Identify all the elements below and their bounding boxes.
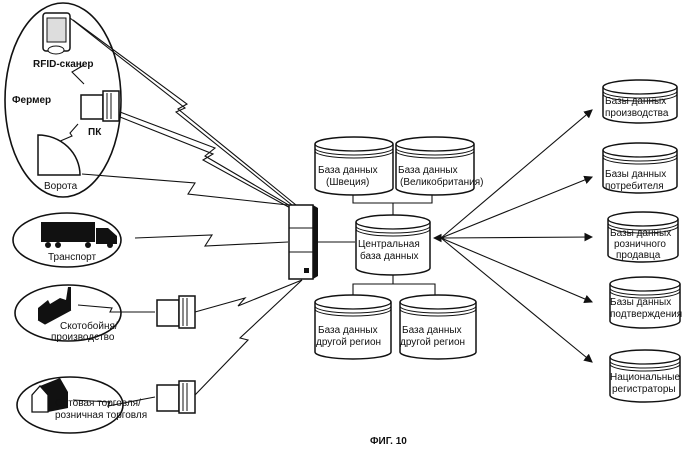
pc-icon <box>81 91 119 121</box>
target-registry-label-2: регистраторы <box>612 384 676 395</box>
db-sweden-label-1: База данных <box>318 165 378 176</box>
target-retailer-label-3: продавца <box>616 250 661 261</box>
slaughter-label-2: производство <box>51 332 115 343</box>
db-region1-label-1: База данных <box>318 325 378 336</box>
db-region2-label-2: другой регион <box>400 337 465 348</box>
rfid-label: RFID-сканер <box>33 59 94 70</box>
retail-label-2: розничная торговля <box>55 410 147 421</box>
target-consumer-label-2: потребителя <box>605 180 664 192</box>
farmer-label: Фермер <box>12 95 51 106</box>
transport-label: Транспорт <box>48 252 97 263</box>
db-region2-label-1: База данных <box>402 325 462 336</box>
db-sweden-label-2: (Швеция) <box>326 177 369 188</box>
wireless-links <box>58 18 302 406</box>
gate-icon <box>38 135 80 175</box>
gate-label: Ворота <box>44 181 78 192</box>
pc-icon <box>157 381 195 413</box>
target-retailer-label-2: розничного <box>614 239 666 250</box>
slaughter-label-1: Скотобойня/ <box>60 320 118 332</box>
target-confirm-label-1: Базы данных <box>610 297 671 308</box>
target-production-label-2: производства <box>605 108 669 119</box>
pc-label: ПК <box>88 127 102 138</box>
factory-icon <box>38 287 71 324</box>
target-production-label-1: Базы данных <box>605 96 666 107</box>
target-retailer-label-1: Базы данных <box>610 228 671 239</box>
db-uk-label-2: (Великобритания) <box>400 176 483 188</box>
db-uk-label-1: База данных <box>398 165 458 176</box>
retail-label-1: Оптовая торговля/ <box>55 398 141 409</box>
target-consumer-label-1: Базы данных <box>605 169 666 180</box>
pc-icon <box>157 296 195 328</box>
target-confirm-label-2: подтверждения <box>610 309 682 320</box>
server-icon <box>289 205 318 279</box>
target-registry-label-1: Национальные <box>610 372 680 383</box>
db-region1-label-2: другой регион <box>316 337 381 348</box>
db-central-label-2: база данных <box>360 250 419 262</box>
rfid-scanner-icon <box>43 13 70 54</box>
figure-caption: ФИГ. 10 <box>370 436 407 447</box>
db-central-label-1: Центральная <box>358 239 420 250</box>
truck-icon <box>41 222 117 248</box>
